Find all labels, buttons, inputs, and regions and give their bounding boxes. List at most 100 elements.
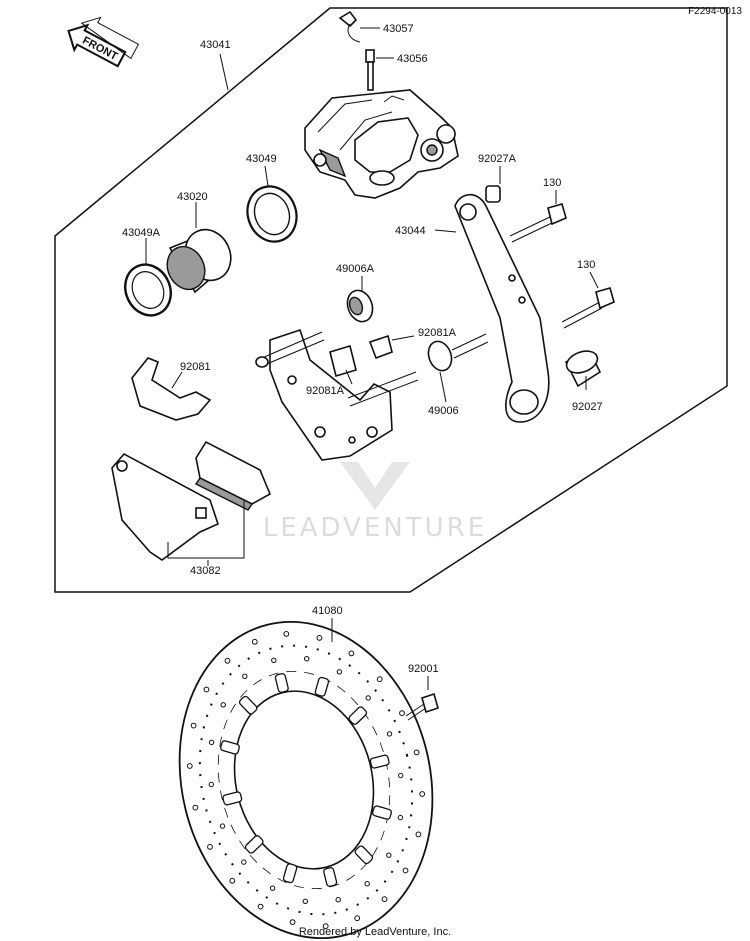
watermark: LEADVENTURE [263,462,487,543]
pad-clip-upper [368,334,393,360]
brake-disc [178,620,434,940]
disc-hole [322,923,329,929]
disc-hole [304,656,310,662]
bushing-small [485,185,501,203]
pad-clip-lower [329,344,357,378]
disc-hole [224,657,231,664]
disc-hole [302,898,308,904]
disc-hole [242,673,248,679]
disc-slot [222,791,243,806]
dust-seal [124,263,172,317]
disc-hole [364,881,370,887]
disc-hole [316,635,323,641]
label-92081: 92081 [180,361,211,373]
disc-hole [269,885,276,891]
bleeder-valve [365,49,375,91]
disc-hole [336,669,343,675]
disc-hole [397,814,404,821]
disc-hole [219,823,226,829]
disc-hole [192,804,199,811]
bleeder-cap [338,10,361,43]
disc-hole [283,631,290,637]
disc-slot [348,706,368,725]
disc-bolt [405,692,439,721]
label-43020: 43020 [177,191,208,203]
disc-hole [257,903,264,910]
diagram-code: F2294-0013 [688,6,742,17]
label-92027: 92027 [572,401,603,413]
disc-hole [241,859,247,865]
caliper-holder [255,328,419,461]
disc-slot [274,673,289,693]
piston-seal [246,185,298,243]
disc-hole [348,650,355,657]
disc-hole [376,676,383,683]
disc-holes [186,631,426,929]
caliper-kit-boundary [54,7,728,593]
label-43041: 43041 [200,39,231,51]
disc-slot [244,835,264,854]
disc-hole [208,781,215,788]
label-92027A: 92027A [478,153,517,165]
disc-slot [354,845,374,865]
disc-hole [271,657,277,663]
boot-grommet-lower [427,333,489,372]
disc-hole [354,915,361,922]
disc-hole [419,791,426,797]
disc-hole [402,867,409,874]
disc-hole [365,695,371,701]
label-43049A: 43049A [122,227,161,239]
disc-hole [335,897,341,903]
front-arrow-icon: FRONT [67,16,140,68]
disc-hole [386,852,392,858]
disc-hole [208,739,215,746]
disc-hole [415,831,422,838]
disc-hole [251,638,258,645]
disc-hole [381,896,388,903]
label-43082: 43082 [190,565,221,577]
disc-hole [413,749,420,756]
disc-hole [289,919,296,925]
piston [166,228,232,294]
label-92081A-top: 92081A [418,327,457,339]
disc-slot [282,863,298,884]
disc-slot [314,676,330,697]
label-92081A-bottom: 92081A [306,385,345,397]
label-130-bottom: 130 [577,259,595,271]
disc-hole [220,702,226,708]
label-43044: 43044 [395,225,426,237]
bushing-large [564,350,602,388]
disc-slot [372,805,392,820]
brake-pad-right [194,440,272,511]
label-43057: 43057 [383,23,414,35]
watermark-text: LEADVENTURE [263,513,487,543]
disc-slot [369,754,390,769]
label-41080: 41080 [312,605,343,617]
disc-slot [220,740,240,755]
disc-hole [398,772,404,779]
anti-rattle-spring [131,357,212,421]
label-43056: 43056 [397,53,428,65]
torque-bracket [454,193,550,423]
label-49006A: 49006A [336,263,375,275]
disc-hole [229,877,236,884]
disc-hole [386,731,393,737]
disc-hole [207,844,213,850]
brake-pad-left [111,452,219,561]
disc-hole [190,722,197,729]
disc-hole [399,710,405,716]
label-130-top: 130 [543,177,561,189]
caliper-body [304,89,459,199]
mounting-bolt-bottom [561,287,615,329]
label-92001: 92001 [408,663,439,675]
disc-hole [186,763,193,769]
mounting-bolt-top [509,203,567,243]
footer-credit: Rendered by LeadVenture, Inc. [299,926,451,938]
disc-hole [203,686,210,693]
disc-slot [238,695,258,715]
boot-grommet-upper [346,289,374,323]
label-43049: 43049 [246,153,277,165]
disc-slot [323,867,338,887]
label-49006: 49006 [428,405,459,417]
